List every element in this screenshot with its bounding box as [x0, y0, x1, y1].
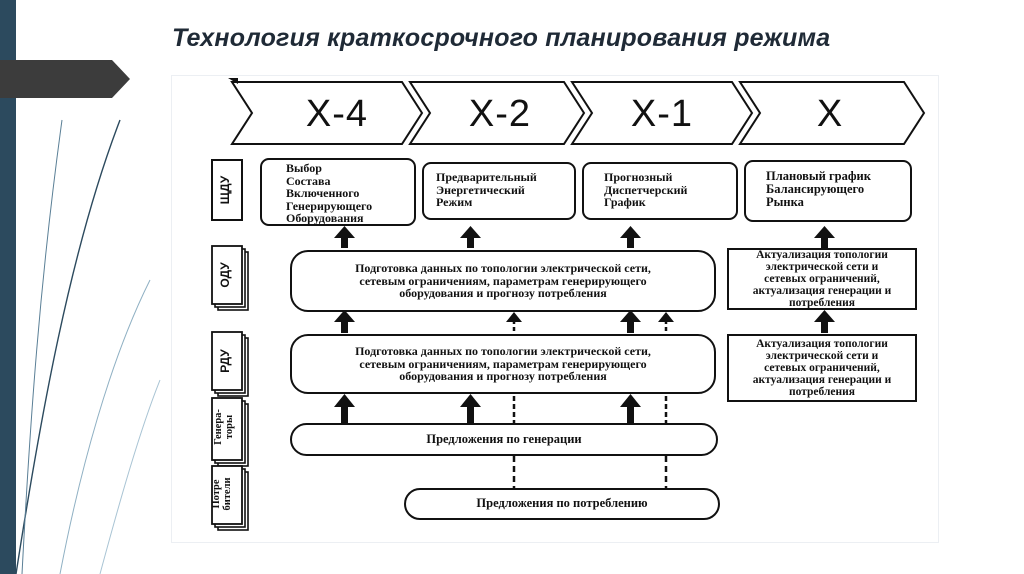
- sdu-box-forecast-schedule: Прогнозный Диспетчерский График: [582, 162, 738, 220]
- stage-chevron-x4: [230, 81, 424, 145]
- arrow-rdu-to-odu-2: [506, 312, 522, 333]
- sdu-box-balancing-market: Плановый график Балансирующего Рынка: [744, 160, 912, 222]
- arrow-rdu-update-to-odu-update: [814, 310, 835, 333]
- odu-topology-update: Актуализация топологии электрической сет…: [727, 248, 917, 310]
- stage-label-x: Х: [816, 92, 844, 135]
- arrow-gen-to-rdu-4: [620, 394, 641, 423]
- odu-data-preparation: Подготовка данных по топологии электриче…: [290, 250, 716, 312]
- level-tab-rdu: [211, 331, 249, 397]
- level-label-consumers: Потре бители: [211, 477, 233, 511]
- stage-label-x2: Х-2: [468, 92, 532, 135]
- consumption-proposals: Предложения по потреблению: [404, 488, 720, 520]
- slide-title: Технология краткосрочного планирования р…: [172, 24, 831, 52]
- level-label-generators: Генера- торы: [213, 409, 235, 445]
- arrow-odu-to-sdu-1: [334, 226, 355, 248]
- sdu-box-preliminary-mode: Предварительный Энергетический Режим: [422, 162, 576, 220]
- stage-label-x1: Х-1: [630, 92, 694, 135]
- arrow-rdu-to-odu-3: [620, 310, 641, 333]
- sdu-box-forecast-schedule-text: Прогнозный Диспетчерский График: [604, 170, 688, 210]
- stage-chevron-x: [738, 81, 926, 145]
- stage-chevron-x2: [408, 81, 586, 145]
- rdu-data-preparation: Подготовка данных по топологии электриче…: [290, 334, 716, 394]
- sdu-box-preliminary-mode-text: Предварительный Энергетический Режим: [436, 170, 537, 210]
- arrow-odu-to-sdu-3: [620, 226, 641, 248]
- stage-label-x4: Х-4: [305, 92, 369, 135]
- generation-proposals: Предложения по генерации: [290, 423, 718, 456]
- level-label-odu: ОДУ: [218, 262, 232, 288]
- sdu-box-equipment-selection: Выбор Состава Включенного Генерирующего …: [260, 158, 416, 226]
- level-tab-consumers: [211, 465, 249, 531]
- planning-diagram: Х-4 Х-2 Х-1 Х ЩДУ ОДУ РДУ Генера- торы П…: [172, 76, 938, 542]
- arrow-rdu-to-odu-4: [658, 312, 674, 333]
- corner-flag: [228, 78, 238, 84]
- diagram-connectors: [211, 78, 926, 531]
- arrow-gen-to-rdu-2: [460, 394, 481, 423]
- level-tab-odu: [211, 245, 249, 311]
- arrow-update-to-sdu-4: [814, 226, 835, 248]
- level-label-sdu: ЩДУ: [218, 175, 232, 205]
- sdu-box-balancing-market-text: Плановый график Балансирующего Рынка: [766, 169, 871, 210]
- rdu-topology-update: Актуализация топологии электрической сет…: [727, 334, 917, 402]
- sdu-box-equipment-selection-text: Выбор Состава Включенного Генерирующего …: [286, 161, 373, 226]
- level-tab-generators: [211, 397, 249, 467]
- level-label-rdu: РДУ: [218, 349, 232, 373]
- stage-chevron-x1: [570, 81, 754, 145]
- section-arrow-tab: [0, 60, 130, 98]
- level-tab-sdu: [211, 159, 243, 221]
- arrow-odu-to-sdu-2: [460, 226, 481, 248]
- arrow-rdu-to-odu-1: [334, 310, 355, 333]
- arrow-gen-to-rdu-1: [334, 394, 355, 423]
